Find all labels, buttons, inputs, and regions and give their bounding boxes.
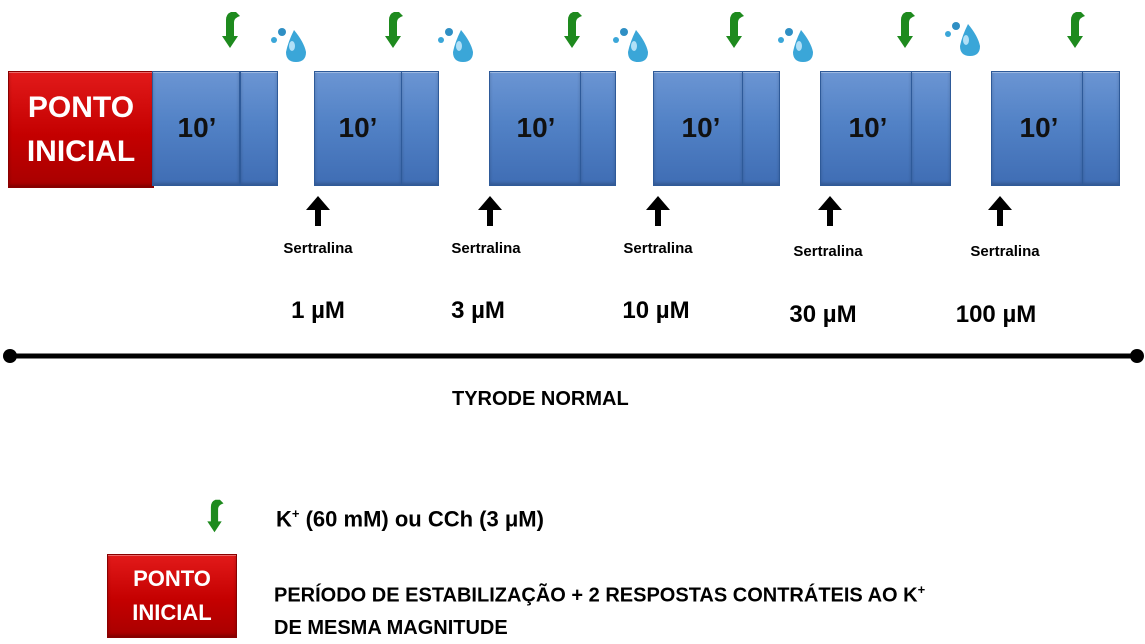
drug-label-2: Sertralina [451,240,521,257]
period-block-1 [152,71,240,186]
curved-green-arrow-icon [564,12,582,48]
drug-label-3: Sertralina [623,240,693,257]
water-drops-icon [778,28,813,62]
concentration-label-3: 10 µM [622,297,690,324]
period-block-3-tail [580,71,616,186]
period-block-1-tail [240,71,278,186]
period-label-5: 10’ [848,112,888,143]
period-block-5-tail [911,71,951,186]
drug-label-1: Sertralina [283,240,353,257]
curved-green-arrow-icon [207,499,224,533]
start-block: PONTO INICIAL [8,71,154,188]
water-drops-icon [438,28,473,62]
legend-start-line2: INICIAL [132,600,212,625]
legend-start-desc-line2: DE MESMA MAGNITUDE [274,616,508,639]
timeline-line [3,349,1144,363]
legend-stimulus-main: K [276,506,292,532]
water-drops-icon [613,28,648,62]
water-drops-icon [271,28,306,62]
curved-green-arrow-icon [222,12,240,48]
legend-start-block: PONTO INICIAL [107,554,237,638]
period-label-2: 10’ [338,112,378,143]
curved-green-arrow-icon [726,12,744,48]
up-arrow-icon [646,196,670,226]
concentration-label-5: 100 µM [955,301,1037,328]
legend-start-line1: PONTO [133,566,211,591]
start-block-line2: INICIAL [26,134,136,168]
period-block-2 [314,71,402,186]
timeline-label: TYRODE NORMAL [452,388,629,410]
curved-green-arrow-icon [385,12,403,48]
period-block-5 [820,71,912,186]
legend-start-desc-line1: PERÍODO DE ESTABILIZAÇÃO + 2 RESPOSTAS C… [274,584,918,607]
drug-label-4: Sertralina [793,243,863,260]
up-arrow-icon [306,196,330,226]
curved-green-arrow-icon [897,12,915,48]
legend-stimulus-sup: + [291,506,300,521]
up-arrow-icon [818,196,842,226]
drug-label-5: Sertralina [970,243,1040,260]
period-block-6-tail [1082,71,1120,186]
up-arrow-icon [478,196,502,226]
period-block-6 [991,71,1083,186]
legend-start-description: PERÍODO DE ESTABILIZAÇÃO + 2 RESPOSTAS C… [274,574,925,644]
legend-stimulus-rest: (60 mM) ou CCh (3 μM) [299,506,544,532]
legend-start-desc-sup: + [917,582,926,597]
concentration-label-4: 30 µM [789,301,857,328]
up-arrow-icon [988,196,1012,226]
period-block-3 [489,71,581,186]
period-label-6: 10’ [1019,112,1059,143]
start-block-line1: PONTO [27,90,135,124]
period-label-1: 10’ [177,112,217,143]
period-label-4: 10’ [681,112,721,143]
curved-green-arrow-icon [1067,12,1085,48]
period-block-4-tail [742,71,780,186]
concentration-label-1: 1 µM [291,297,345,324]
water-drops-icon [945,22,980,56]
period-block-2-tail [401,71,439,186]
concentration-label-2: 3 µM [451,297,505,324]
period-label-3: 10’ [516,112,556,143]
legend-stimulus-text: K+ (60 mM) ou CCh (3 μM) [276,506,544,532]
